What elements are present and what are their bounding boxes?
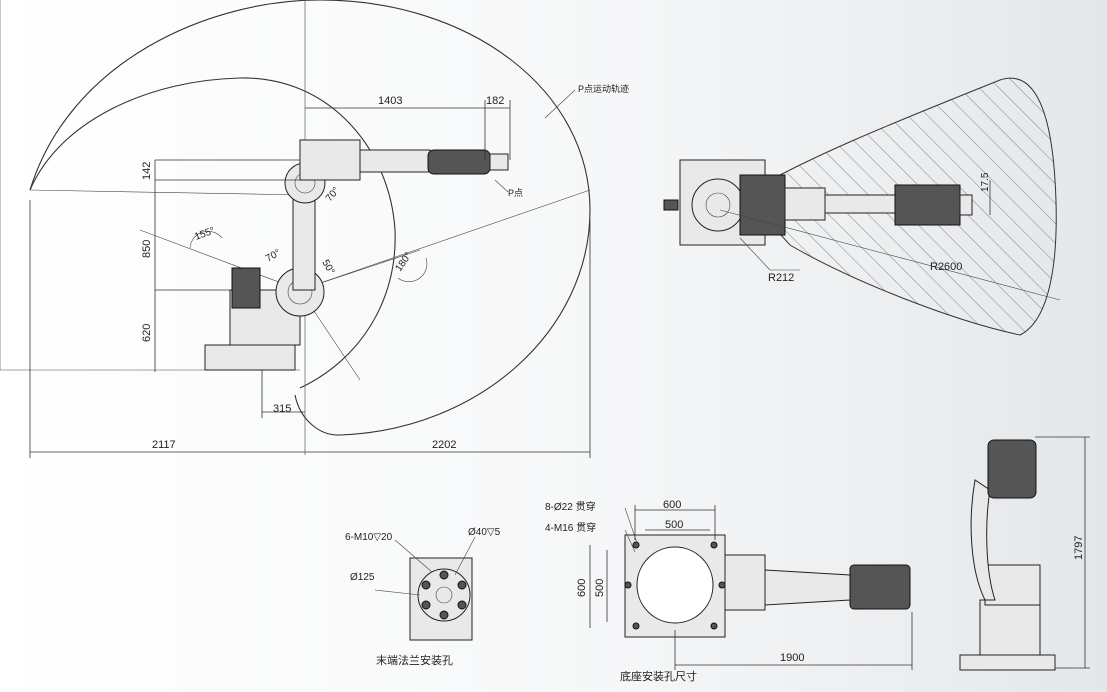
- base-hole: [632, 622, 640, 630]
- flange-bolt-hole: [439, 610, 449, 620]
- r212-label: R212: [768, 272, 794, 284]
- angle-arc: [189, 230, 223, 249]
- dim-2117: 2117: [152, 439, 176, 451]
- dim-600-top: 600: [663, 499, 681, 511]
- dim-1403: 1403: [378, 95, 402, 107]
- leader-line: [624, 529, 636, 553]
- angle-50: 50°: [319, 258, 336, 277]
- dim-850: 850: [141, 240, 153, 258]
- dim-17-5: 17.5: [980, 172, 991, 192]
- dim-620: 620: [141, 324, 153, 342]
- top-wrist: [894, 184, 961, 226]
- top-joint1: [691, 178, 745, 232]
- dim-182: 182: [486, 95, 504, 107]
- flange-bolt-hole: [421, 580, 431, 590]
- forearm: [359, 149, 431, 173]
- base-center-opening: [636, 546, 714, 624]
- m10-label: 6-M10▽20: [345, 532, 393, 543]
- elevation-base: [959, 654, 1056, 671]
- trajectory-label: P点运动轨迹: [578, 83, 629, 94]
- flange-bolt-hole: [421, 600, 431, 610]
- top-joint1-hub: [705, 192, 731, 218]
- dim-2202: 2202: [432, 439, 456, 451]
- angle-155: 155°: [193, 225, 216, 242]
- outer-reach-arc: [29, 0, 591, 436]
- top-forearm: [824, 194, 896, 214]
- elevation-arm: [970, 479, 996, 601]
- elevation-wrist: [987, 439, 1037, 499]
- p-point-label: P点: [508, 188, 523, 198]
- r2600-line: [719, 209, 1061, 301]
- base-hole: [632, 541, 640, 549]
- reach-line: [299, 189, 591, 291]
- base-hole: [718, 581, 726, 589]
- leader-line: [624, 507, 638, 544]
- leader-line: [454, 536, 476, 576]
- flange-bolt-hole: [457, 580, 467, 590]
- flange-center-hole: [435, 586, 453, 604]
- inner-reach-arc: [29, 77, 396, 389]
- base-arm-stub: [724, 554, 766, 611]
- dim-500-side: 500: [594, 579, 606, 597]
- phi40-label: Ø40▽5: [468, 527, 501, 538]
- dim-1797: 1797: [1073, 536, 1085, 560]
- side-elevation: 1797: [959, 436, 1090, 671]
- base-hole: [624, 581, 632, 589]
- leader-line: [544, 89, 576, 119]
- wrist: [427, 149, 491, 175]
- angle-arc: [397, 257, 428, 282]
- side-view: 1403 182 142 850 620 315 2117 2202 155° …: [0, 0, 629, 458]
- base-mounting-detail: 600 500 600 500 1900 8-Ø22 贯穿 4-M16 贯穿 底…: [545, 499, 913, 683]
- leader-line: [494, 179, 509, 193]
- holes-8-label: 8-Ø22 贯穿: [545, 500, 596, 513]
- upper-arm-housing: [299, 139, 361, 181]
- reach-line: [139, 229, 301, 291]
- flange-caption: 末端法兰安装孔: [376, 653, 453, 667]
- reach-line: [29, 189, 306, 196]
- leader-line: [374, 589, 421, 596]
- dim-142: 142: [141, 162, 153, 180]
- flange-bolt-hole: [457, 600, 467, 610]
- leader-line: [739, 237, 771, 271]
- axis1-motor: [231, 267, 261, 309]
- angle-180: 180°: [393, 250, 414, 273]
- phi125-label: Ø125: [350, 572, 375, 583]
- dim-500-top: 500: [665, 519, 683, 531]
- flange-detail: 6-M10▽20 Ø40▽5 Ø125 末端法兰安装孔: [345, 527, 501, 667]
- dim-600-side: 600: [576, 579, 588, 597]
- top-turret: [739, 174, 786, 236]
- elevation-turret: [979, 599, 1041, 656]
- base-wrist: [849, 564, 911, 610]
- base-caption: 底座安装孔尺寸: [620, 669, 697, 683]
- dim-315: 315: [273, 403, 291, 415]
- robot-base: [204, 344, 296, 371]
- top-arm: [784, 187, 826, 221]
- leader-line: [394, 539, 433, 573]
- angle-70-top: 70°: [324, 185, 342, 204]
- r2600-label: R2600: [930, 261, 962, 273]
- flange: [489, 153, 509, 171]
- top-flange: [959, 194, 973, 216]
- top-cable-port: [663, 199, 679, 211]
- base-hole: [710, 541, 718, 549]
- base-forearm: [764, 569, 851, 606]
- base-hole: [710, 622, 718, 630]
- flange-bolt-hole: [439, 570, 449, 580]
- m16-label: 4-M16 贯穿: [545, 521, 596, 534]
- angle-70-mid: 70°: [264, 248, 283, 265]
- top-view: R212 R2600 17.5: [663, 77, 1061, 336]
- dim-1900: 1900: [780, 652, 804, 664]
